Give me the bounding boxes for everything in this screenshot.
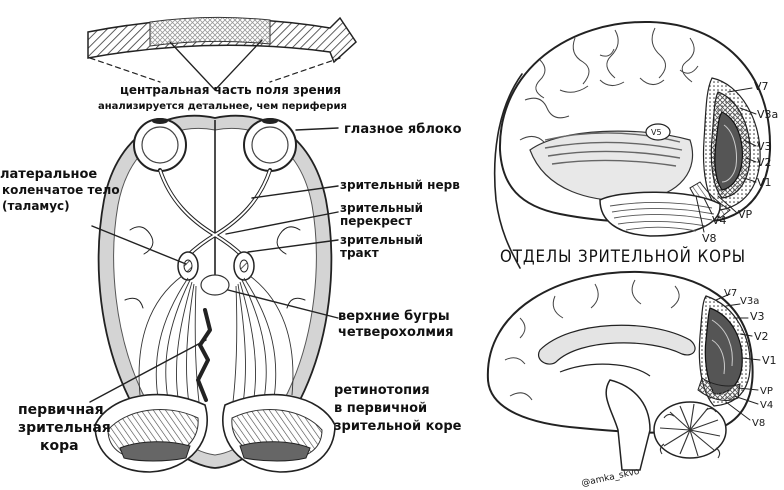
- eyeball-label: глазное яблоко: [344, 122, 462, 137]
- retinotopy-label-line2: в первичной: [334, 401, 427, 416]
- retinotopy-label-line3: зрительной коре: [334, 419, 462, 434]
- primary-cortex-label-line3: кора: [40, 438, 79, 454]
- medial-leader-lines: [715, 293, 761, 421]
- primary-cortex-label-line2: зрительная: [18, 420, 111, 436]
- lateral-label-v4: V4: [712, 214, 727, 227]
- left-eyeball: [133, 118, 187, 172]
- visual-field-arrow: [87, 16, 357, 91]
- primary-cortex-mark: [196, 308, 212, 402]
- lateral-label-v2: V2: [757, 156, 772, 169]
- lateral-v5-area: [645, 123, 671, 141]
- colliculi-label-line1: верхние бугры: [338, 309, 450, 324]
- medial-label-v3: V3: [750, 310, 765, 323]
- medial-brain-view: [486, 270, 754, 471]
- medial-label-v3a: V3a: [740, 296, 759, 307]
- lateral-label-v3a: V3a: [757, 108, 778, 121]
- lateral-leader-lines: [695, 87, 757, 233]
- medial-label-v1: V1: [762, 354, 777, 367]
- tract-label-line1: зрительный: [340, 233, 423, 247]
- lateral-label-v5: V5: [651, 128, 662, 137]
- lateral-label-v7: V7: [754, 80, 769, 93]
- occipital-retinotopy-lobes: [94, 393, 336, 473]
- medial-label-v7: V7: [724, 288, 737, 299]
- artist-signature: @amka_skvo: [581, 467, 641, 489]
- retinotopy-label-line1: ретинотопия: [334, 383, 430, 398]
- visual-cortex-title: ОТДЕЛЫ ЗРИТЕЛЬНОЙ КОРЫ: [500, 245, 746, 267]
- lgn-label-line1: латеральное: [0, 167, 97, 182]
- lateral-brain-view: [493, 20, 772, 269]
- medial-label-v8: V8: [752, 418, 765, 429]
- chiasm-label-line1: зрительный: [340, 201, 423, 215]
- right-eyeball: [243, 118, 297, 172]
- visual-field-caption-line2: анализируется детальнее, чем периферия: [98, 100, 347, 112]
- primary-cortex-label-line1: первичная: [18, 402, 104, 418]
- medial-label-v4: V4: [760, 400, 773, 411]
- medial-label-v2: V2: [754, 330, 769, 343]
- chiasm-label-line2: перекрест: [340, 214, 412, 228]
- lgn-label-line2: коленчатое тело: [2, 183, 120, 197]
- lateral-geniculate-bodies: [177, 251, 255, 296]
- medial-label-vp: VP: [760, 386, 773, 397]
- left-leader-lines: [89, 127, 339, 403]
- lateral-label-v3: V3: [757, 140, 772, 153]
- visual-field-caption-line1: центральная часть поля зрения: [120, 83, 341, 97]
- lateral-label-vp: VP: [738, 208, 753, 221]
- optic-nerve-label: зрительный нерв: [340, 178, 460, 192]
- lgn-label-line3: (таламус): [2, 199, 70, 213]
- colliculi-label-line2: четверохолмия: [338, 325, 453, 340]
- lateral-label-v8: V8: [702, 232, 717, 245]
- lateral-label-v1: V1: [757, 176, 772, 189]
- tract-label-line2: тракт: [340, 246, 379, 260]
